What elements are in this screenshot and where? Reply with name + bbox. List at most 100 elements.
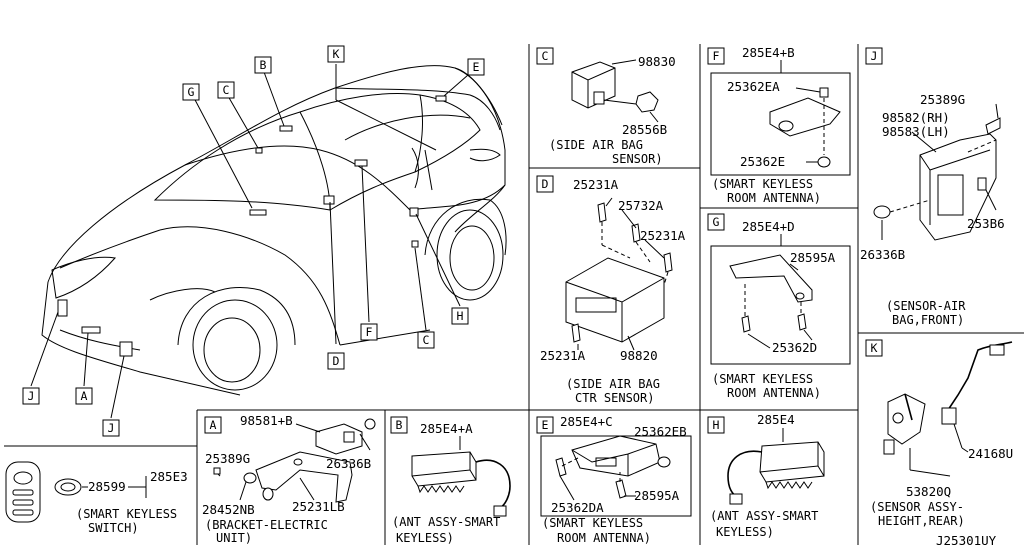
callout-e: E — [467, 58, 485, 76]
section-a-part-1: 98581+B — [240, 413, 293, 428]
section-g-part-1: 285E4+D — [742, 219, 795, 234]
section-f-part-3: 25362E — [740, 154, 785, 169]
section-b-tag: B — [396, 418, 403, 432]
section-c-part-1: 98830 — [638, 54, 676, 69]
svg-text:C: C — [423, 333, 430, 347]
section-k-part-2: 53820Q — [906, 484, 951, 499]
section-f-tag: F — [713, 49, 720, 63]
callout-j-left: J — [22, 387, 40, 405]
section-a-part-2: 25389G — [205, 451, 250, 466]
section-e-part-1: 285E4+C — [560, 414, 613, 429]
section-a-tag: A — [210, 418, 217, 432]
section-k-part-1: 24168U — [968, 446, 1013, 461]
section-j-caption-line2: BAG,FRONT) — [892, 313, 964, 327]
callout-g: G — [182, 83, 200, 101]
svg-text:G: G — [188, 85, 195, 99]
keyfob-caption-line2: SWITCH) — [88, 521, 139, 535]
svg-text:H: H — [457, 309, 464, 323]
section-f-caption-line2: ROOM ANTENNA) — [727, 191, 821, 205]
section-g-tag: G — [713, 215, 720, 229]
callout-k: K — [327, 45, 345, 63]
section-j-part-2: 98582(RH) — [882, 110, 950, 125]
callout-f: F — [360, 323, 378, 341]
section-d-part-1: 25231A — [573, 177, 619, 192]
section-f-caption-line1: (SMART KEYLESS — [712, 177, 813, 191]
section-d: D 25231A 25732A 25231A 25231A 98820 (SID… — [536, 175, 686, 405]
section-e-part-2: 25362EB — [634, 424, 687, 439]
grid-lines — [4, 44, 1024, 545]
section-a: A 98581+B 25389G 26336B 28452NB 25231LB … — [202, 413, 376, 545]
section-e-caption-line1: (SMART KEYLESS — [542, 516, 643, 530]
section-a-caption-line2: UNIT) — [216, 531, 252, 545]
section-c-part-2: 28556B — [622, 122, 667, 137]
svg-text:F: F — [366, 325, 373, 339]
section-c-tag: C — [542, 49, 549, 63]
section-d-tag: D — [542, 177, 549, 191]
callout-h: H — [451, 307, 469, 325]
svg-text:C: C — [223, 83, 230, 97]
section-c-caption-line1: (SIDE AIR BAG — [549, 138, 643, 152]
section-d-part-5: 98820 — [620, 348, 658, 363]
svg-text:D: D — [333, 354, 340, 368]
section-b-part-1: 285E4+A — [420, 421, 473, 436]
section-g-caption-line2: ROOM ANTENNA) — [727, 386, 821, 400]
keyfob-group-285e3: 285E3 — [150, 469, 188, 484]
section-j-part-3: 98583(LH) — [882, 124, 950, 139]
svg-text:B: B — [260, 58, 267, 72]
section-f: F 285E4+B 25362EA 25362E (SMART KEYLESS … — [707, 45, 851, 205]
section-e-caption-line2: ROOM ANTENNA) — [557, 531, 651, 545]
section-h-part-1: 285E4 — [757, 412, 795, 427]
section-j-tag: J — [871, 49, 878, 63]
section-e-tag: E — [542, 418, 549, 432]
section-h: H 285E4 (ANT ASSY-SMART KEYLESS) — [707, 412, 825, 539]
svg-text:E: E — [473, 60, 480, 74]
section-k-tag: K — [871, 341, 878, 355]
section-h-caption-line2: KEYLESS) — [716, 525, 774, 539]
keyfob-caption-line1: (SMART KEYLESS — [76, 507, 177, 521]
car-overview: G C B K E D F C H J A J — [22, 45, 507, 437]
section-g-part-2: 28595A — [790, 250, 836, 265]
section-j: J 25389G 98582(RH) 98583(LH) 26336B 253B… — [860, 47, 1005, 327]
section-d-part-2: 25732A — [618, 198, 664, 213]
callout-c-lower: C — [417, 331, 435, 349]
section-g-caption-line1: (SMART KEYLESS — [712, 372, 813, 386]
section-a-part-4: 28452NB — [202, 502, 255, 517]
section-k: K 24168U 53820Q (SENSOR ASSY- HEIGHT,REA… — [865, 339, 1013, 528]
section-b-caption-line2: KEYLESS) — [396, 531, 454, 545]
section-c-caption-line2: SENSOR) — [612, 152, 663, 166]
section-j-part-5: 253B6 — [967, 216, 1005, 231]
section-g-part-3: 25362D — [772, 340, 817, 355]
section-e-part-3: 25362DA — [551, 500, 604, 515]
callout-b: B — [254, 56, 272, 74]
diagram-code: J25301UY — [936, 533, 997, 548]
section-h-caption-line1: (ANT ASSY-SMART — [710, 509, 818, 523]
section-k-caption-line1: (SENSOR ASSY- — [870, 500, 964, 514]
section-a-caption-line1: (BRACKET-ELECTRIC — [205, 518, 328, 532]
section-c: C 98830 28556B (SIDE AIR BAG SENSOR) — [536, 47, 676, 166]
section-d-part-3: 25231A — [640, 228, 686, 243]
section-b-caption-line1: (ANT ASSY-SMART — [392, 515, 500, 529]
section-g: G 285E4+D 28595A 25362D (SMART KEYLESS R… — [707, 213, 851, 400]
section-h-tag: H — [713, 418, 720, 432]
svg-text:A: A — [81, 389, 88, 403]
section-a-part-5: 25231LB — [292, 499, 345, 514]
section-a-part-3: 26336B — [326, 456, 371, 471]
section-d-caption-line2: CTR SENSOR) — [575, 391, 654, 405]
section-j-caption-line1: (SENSOR-AIR — [886, 299, 966, 313]
section-d-part-4: 25231A — [540, 348, 586, 363]
section-j-part-4: 26336B — [860, 247, 905, 262]
keyfob-section: 28599 285E3 (SMART KEYLESS SWITCH) — [5, 461, 188, 535]
callout-j-bottom: J — [102, 419, 120, 437]
section-e-part-4: 28595A — [634, 488, 680, 503]
section-b: B 285E4+A (ANT ASSY-SMART KEYLESS) — [390, 416, 511, 545]
callout-a: A — [75, 387, 93, 405]
section-f-part-1: 285E4+B — [742, 45, 795, 60]
callout-c-upper: C — [217, 81, 235, 99]
section-f-part-2: 25362EA — [727, 79, 780, 94]
keyfob-part-28599: 28599 — [88, 479, 126, 494]
section-d-caption-line1: (SIDE AIR BAG — [566, 377, 660, 391]
svg-text:J: J — [108, 421, 115, 435]
callout-d: D — [327, 352, 345, 370]
svg-text:K: K — [333, 47, 340, 61]
